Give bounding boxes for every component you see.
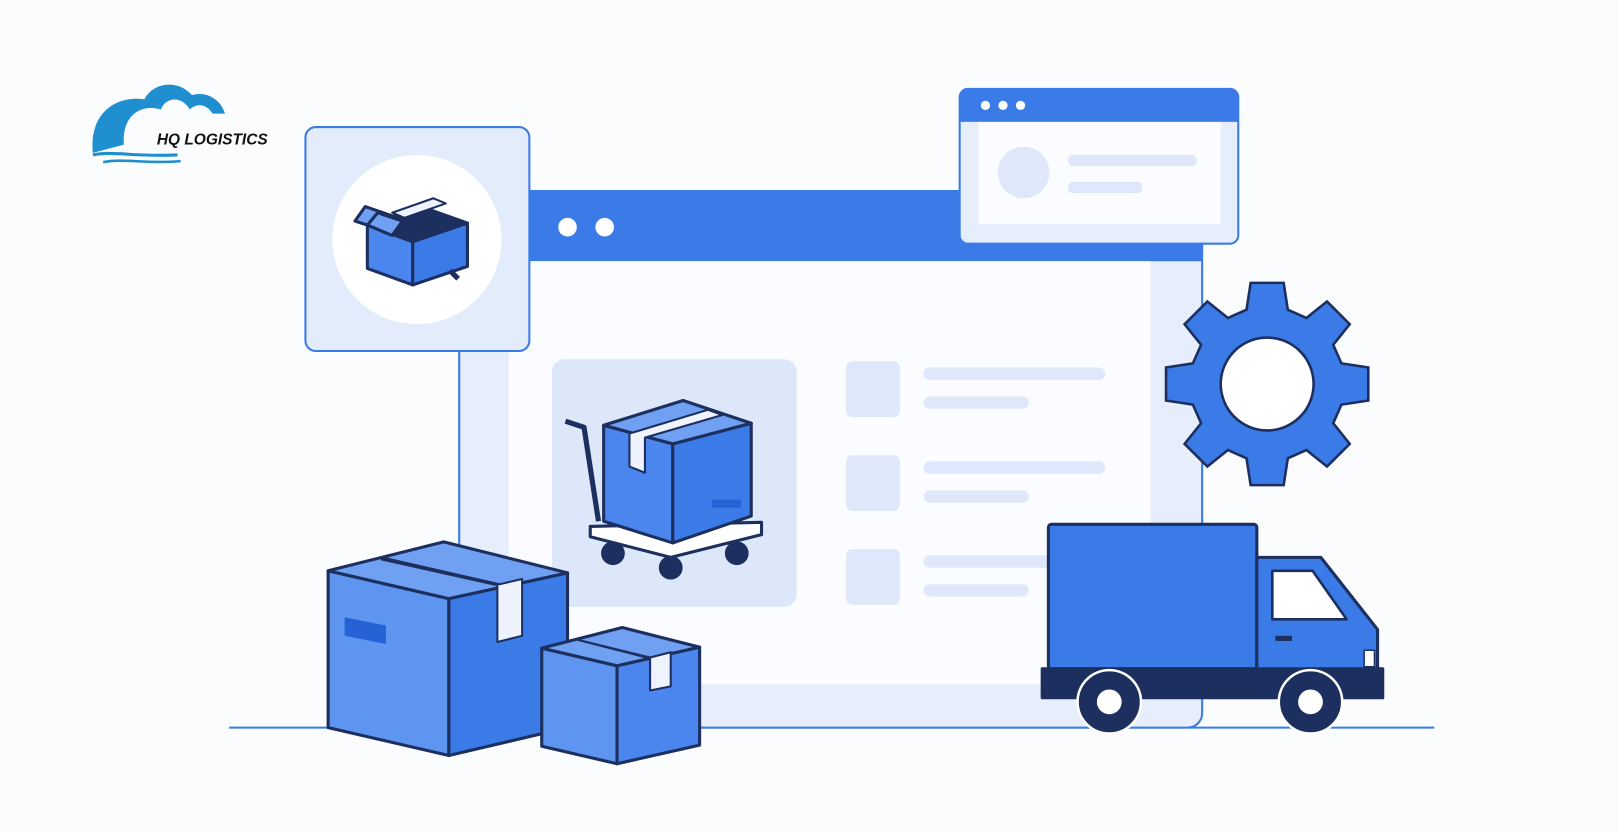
list-line	[923, 461, 1106, 474]
list-thumb	[846, 455, 900, 511]
browser-window	[958, 87, 1240, 245]
logo-text: HQ LOGISTICS	[157, 132, 269, 149]
list-thumb	[846, 361, 900, 418]
company-logo: HQ LOGISTICS	[92, 84, 269, 164]
open-box-icon	[353, 197, 469, 287]
window-dot	[998, 100, 1008, 111]
window-dot	[980, 100, 991, 111]
list-line	[923, 396, 1029, 409]
window-dot	[1015, 100, 1026, 111]
hand-truck-card	[552, 359, 797, 607]
cloud-logo-icon	[92, 84, 225, 153]
window-dot	[558, 217, 577, 237]
text-line-placeholder	[1068, 154, 1197, 167]
open-box-card	[304, 126, 531, 353]
list-line	[923, 367, 1106, 380]
cardboard-box-icon	[540, 625, 702, 766]
cardboard-box-icon	[326, 540, 570, 758]
list-line	[923, 584, 1029, 597]
list-thumb	[846, 549, 900, 605]
window-dot	[595, 217, 614, 237]
delivery-truck-icon	[1040, 522, 1385, 735]
hand-truck-icon	[564, 398, 764, 580]
content-list	[846, 361, 1106, 605]
gear-icon	[1164, 281, 1370, 487]
list-line	[923, 490, 1029, 503]
wave-line	[102, 159, 181, 164]
browser-header	[959, 88, 1239, 122]
text-line-placeholder	[1068, 181, 1143, 194]
wave-line	[92, 151, 178, 157]
avatar-placeholder	[997, 146, 1050, 199]
